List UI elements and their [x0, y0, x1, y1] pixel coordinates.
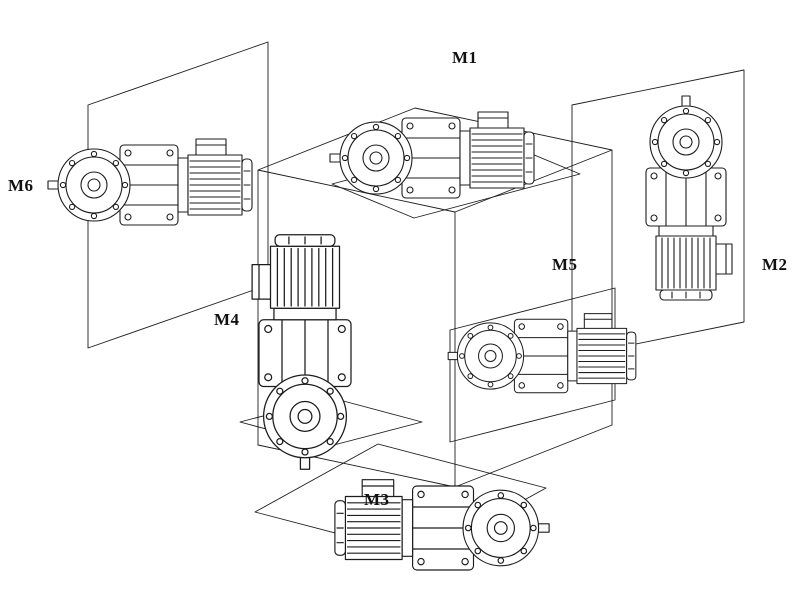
- gearmotor-m4: [251, 234, 352, 470]
- label-m2: M2: [762, 255, 788, 274]
- cube-edge-bottom-right: [454, 424, 613, 488]
- gearmotor-m1: [329, 111, 535, 199]
- label-m4: M4: [214, 310, 240, 329]
- label-m6: M6: [8, 176, 34, 195]
- gearmotor-m5: [447, 313, 637, 394]
- label-m3: M3: [364, 490, 390, 509]
- gearmotor-m6: [47, 138, 253, 226]
- projection-plane-m2: [571, 69, 745, 358]
- label-m5: M5: [552, 255, 578, 274]
- projection-plane-m5: [449, 287, 616, 443]
- gearmotor-m2: [645, 95, 733, 301]
- label-m1: M1: [452, 48, 478, 67]
